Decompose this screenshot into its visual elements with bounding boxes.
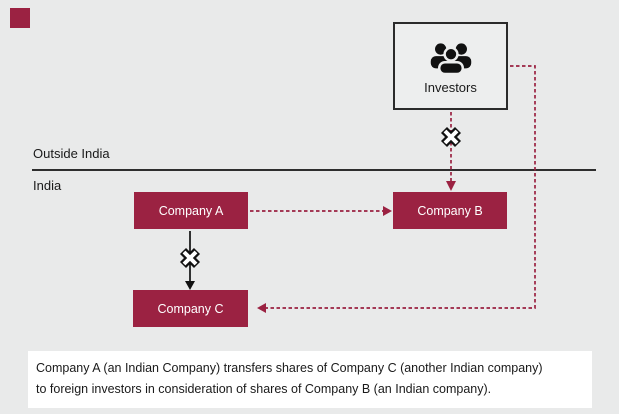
company-a-label: Company A (158, 203, 224, 218)
arrowhead-company-c-top (185, 281, 195, 290)
company-c-label: Company C (157, 301, 224, 316)
caption-box: Company A (an Indian Company) transfers … (28, 351, 592, 408)
company-b-box: Company B (393, 192, 507, 229)
corner-accent-square (10, 8, 30, 28)
crossed-out-x-icon (179, 247, 201, 269)
outside-india-label: Outside India (33, 146, 110, 161)
crossed-out-x-icon (440, 126, 462, 148)
arrowhead-company-c-right (257, 303, 266, 313)
investors-label: Investors (424, 79, 477, 95)
india-border-line (32, 169, 596, 171)
arrowhead-company-b-left (383, 206, 392, 216)
caption-line-2: to foreign investors in consideration of… (36, 382, 492, 396)
company-b-label: Company B (417, 203, 483, 218)
investors-box: Investors (393, 22, 508, 110)
india-label: India (33, 178, 62, 193)
people-group-icon (430, 42, 471, 74)
company-a-box: Company A (134, 192, 248, 229)
company-c-box: Company C (133, 290, 248, 327)
caption-line-1: Company A (an Indian Company) transfers … (36, 361, 543, 375)
arrowhead-company-b-top (446, 181, 456, 191)
